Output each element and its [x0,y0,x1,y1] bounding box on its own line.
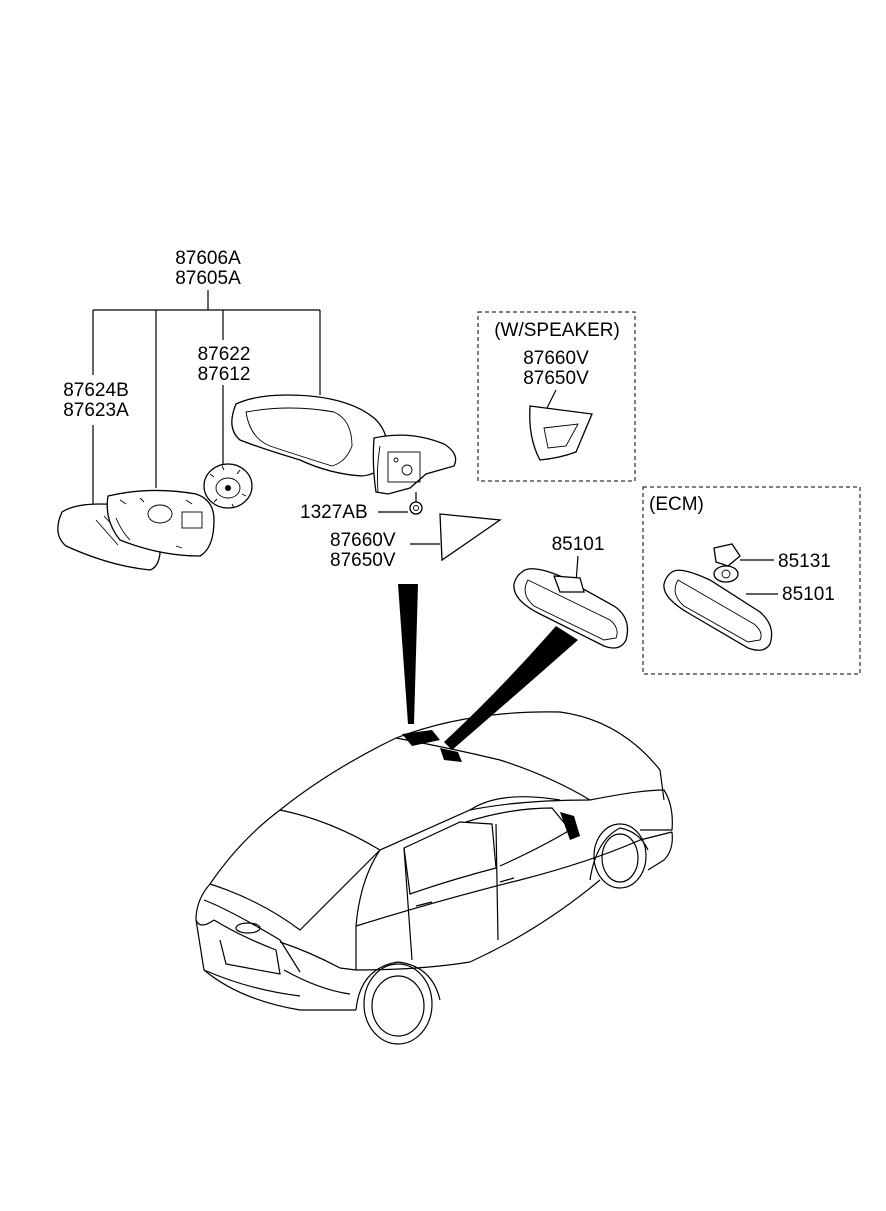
label-87660V: 87660V [330,530,396,551]
label-speaker-87650V: 87650V [523,368,589,389]
label-87650V: 87650V [330,550,396,571]
ecm-mirror-cover [713,543,741,567]
mirror-actuator [203,463,253,509]
inside-rear-view-mirror [513,568,629,649]
ecm-title: (ECM) [649,494,704,515]
speaker-title: (W/SPEAKER) [494,320,620,341]
ecm-rear-view-mirror [663,565,773,651]
label-85131: 85131 [778,551,831,572]
pointer-outside-mirror [398,584,418,724]
car-side-mirror [560,812,580,840]
car-roof-mirror-marker [402,730,440,746]
label-ecm-85101: 85101 [782,584,835,605]
label-87624B: 87624B [63,380,129,401]
pointer-inside-mirror [444,626,578,750]
speaker-mirror-cover [529,405,593,461]
car-inside-mirror-marker [440,748,462,762]
glass-holder-plate [106,489,215,557]
outside-mirror-housing [231,394,457,495]
label-87606A: 87606A [175,248,241,269]
car-illustration [195,711,673,1045]
label-87623A: 87623A [63,400,129,421]
label-87612: 87612 [198,364,251,385]
label-87605A: 87605A [175,268,241,289]
label-1327AB: 1327AB [300,502,368,523]
speaker-option-box [477,311,636,482]
bolt-1327AB [409,492,423,515]
label-87622: 87622 [198,344,251,365]
label-speaker-87660V: 87660V [523,348,589,369]
ecm-option-box [642,486,861,675]
assembly-leader-lines [92,290,321,505]
mirror-cover-triangle [410,513,502,562]
label-85101: 85101 [552,534,605,555]
